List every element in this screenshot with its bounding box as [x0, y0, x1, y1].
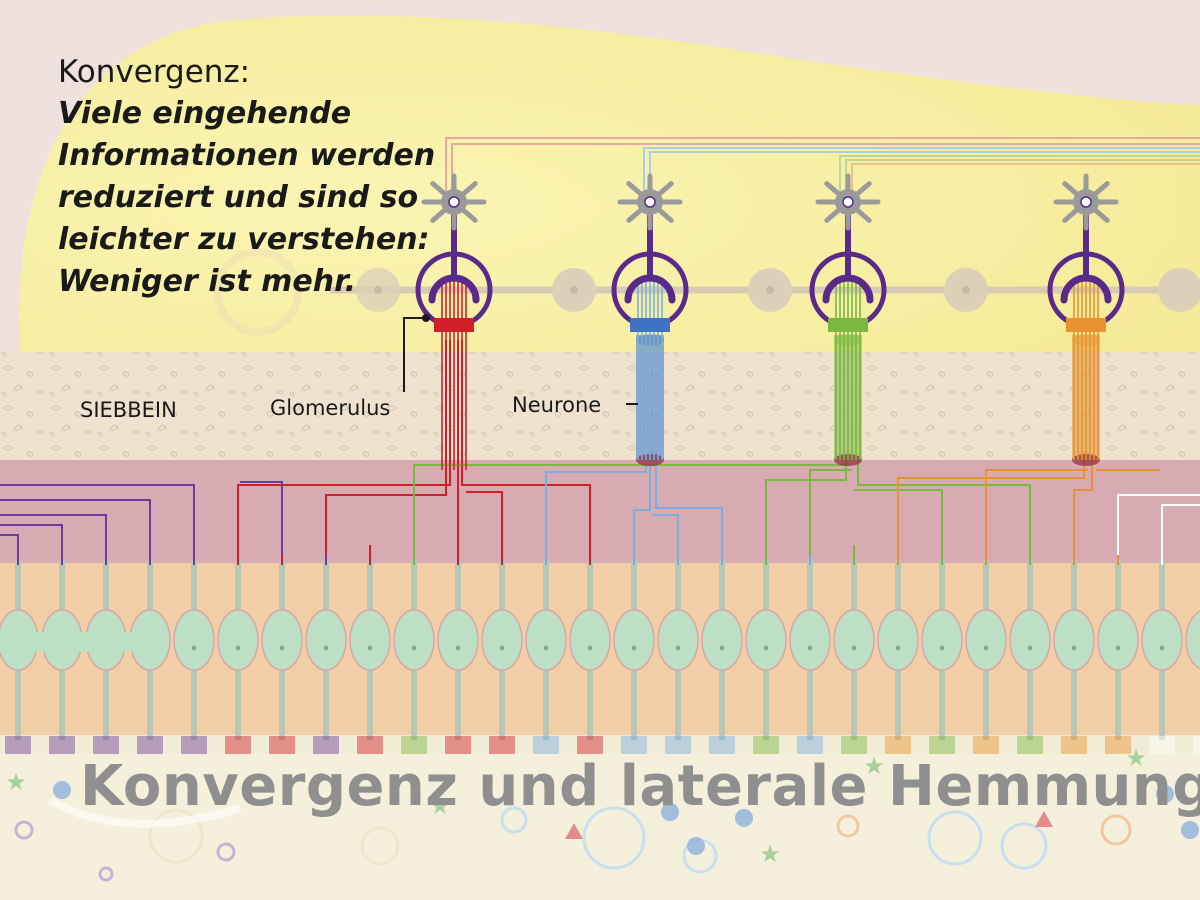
receptor-cell: [833, 545, 875, 754]
label-neurone: Neurone: [512, 393, 602, 417]
bubble: [14, 820, 34, 840]
receptor-cell: [613, 545, 655, 754]
star-shape: ★: [1125, 744, 1147, 772]
receptor-cell: [481, 545, 523, 754]
receptor-cell: [789, 545, 831, 754]
receptor-cell: [877, 545, 919, 754]
flow-arrow: [47, 796, 242, 828]
hexagon: [1156, 785, 1174, 803]
star-shape: ★: [759, 840, 781, 868]
bubble: [582, 806, 646, 870]
axon-routes: [0, 340, 1200, 555]
receptor-cell: [393, 545, 435, 754]
receptor-cell: [745, 545, 787, 754]
description-line-2: Informationen werden: [58, 138, 436, 173]
bubble: [148, 808, 204, 864]
bubble: [98, 866, 114, 882]
receptor-cell: [1009, 545, 1051, 754]
mitral-cell: [421, 173, 487, 231]
label-siebbein: SIEBBEIN: [80, 398, 177, 422]
hexagon: [735, 809, 753, 827]
bubble: [500, 806, 528, 834]
cell-band: [0, 632, 160, 652]
star-shape: ★: [863, 752, 885, 780]
glomerulus-unit: [809, 173, 887, 466]
label-glomerulus: Glomerulus: [270, 396, 391, 420]
hexagon: [53, 781, 71, 799]
triangle-shape: [1035, 811, 1053, 827]
bubble: [216, 842, 236, 862]
description-line-3: reduziert und sind so: [58, 180, 419, 215]
yellow-glow: [18, 15, 1200, 360]
hexagon: [661, 803, 679, 821]
receptor-cell: [305, 545, 347, 754]
glomerulus-unit: [415, 173, 493, 470]
description-line-4: leichter zu verstehen:: [58, 222, 430, 257]
receptor-cell: [701, 545, 743, 754]
receptor-cell: [525, 545, 567, 754]
glomerulus-unit: [611, 173, 689, 466]
receptor-cell: [965, 545, 1007, 754]
receptor-cells: [0, 340, 1200, 754]
bubble: [360, 826, 400, 866]
heading: Konvergenz:: [58, 54, 251, 90]
star-shape: ★: [429, 792, 451, 820]
mitral-cell: [617, 173, 683, 231]
glomerulus-band: [630, 318, 670, 332]
glomerulus-unit: [1047, 173, 1125, 466]
glomerulus-pointer: [403, 317, 426, 392]
receptor-cell: [437, 545, 479, 754]
hexagon: [687, 837, 705, 855]
bottom-title: Konvergenz und laterale Hemmung: [80, 754, 1200, 819]
hexagon: [1181, 821, 1199, 839]
receptor-cell: [349, 545, 391, 754]
receptor-cell: [1185, 610, 1200, 754]
triangle-shape: [565, 823, 583, 839]
description-line-5: Weniger ist mehr.: [58, 264, 357, 299]
glomeruli-group: [415, 173, 1125, 470]
glow-ring: [214, 248, 302, 336]
receptor-cell: [1097, 545, 1139, 754]
mitral-cell: [1053, 173, 1119, 231]
lamina-layer: [0, 460, 1200, 565]
bubble: [1000, 822, 1048, 870]
glomerulus-band: [1066, 318, 1106, 332]
mitral-cell: [815, 173, 881, 231]
mucus-decor: ★ ★ ★ ★ ★: [5, 744, 1199, 882]
glomerulus-band: [434, 318, 474, 332]
star-shape: ★: [5, 768, 27, 796]
description-line-1: Viele eingehende: [58, 96, 352, 131]
bubble: [1100, 814, 1132, 846]
glomerulus-band: [828, 318, 868, 332]
bubble: [836, 814, 860, 838]
receptor-cell: [173, 545, 215, 754]
bubble: [927, 810, 983, 866]
receptor-cell: [921, 545, 963, 754]
